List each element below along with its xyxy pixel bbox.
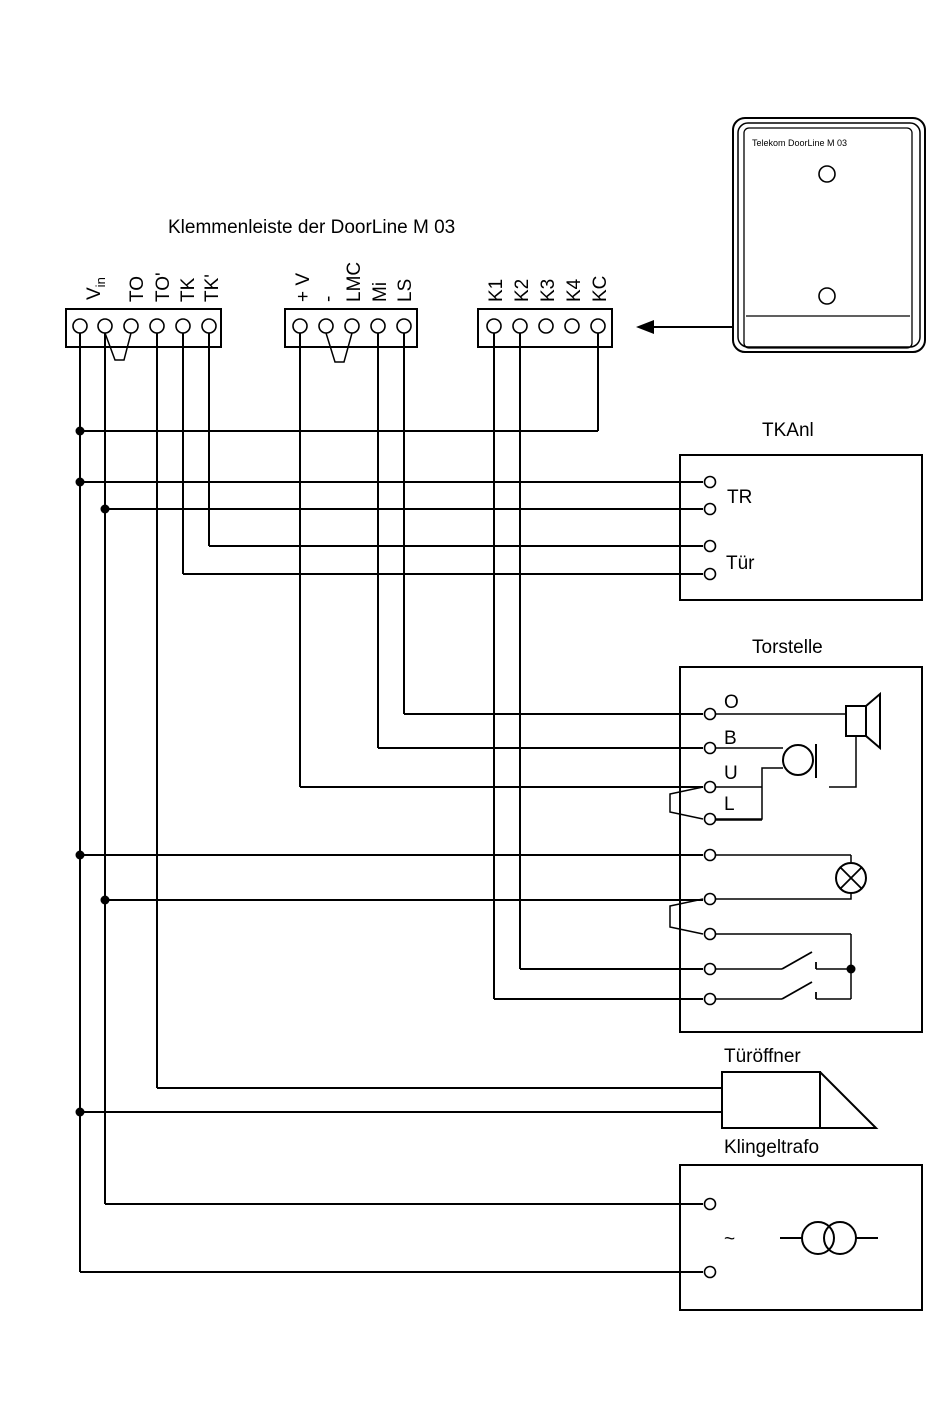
- label-to-prime: TO': [153, 272, 174, 302]
- horizontal-wires: [80, 431, 722, 1272]
- label-k3: K3: [538, 279, 559, 302]
- label-tk-prime: TK': [202, 274, 223, 302]
- label-k1: K1: [486, 279, 507, 302]
- lamp-icon: [716, 855, 866, 899]
- tkanl-label-tuer: Tür: [726, 553, 755, 574]
- terminal-block-3: [478, 309, 612, 347]
- klingeltrafo-title: Klingeltrafo: [724, 1137, 819, 1158]
- diagram-title: Klemmenleiste der DoorLine M 03: [168, 217, 455, 238]
- label-k2: K2: [512, 279, 533, 302]
- label-lmc: LMC: [344, 262, 365, 302]
- label-ls: LS: [395, 279, 416, 302]
- tkanl-box: [680, 455, 922, 600]
- klingeltrafo-tilde: ~: [724, 1229, 735, 1250]
- torstelle-box: [670, 667, 922, 1032]
- switch-icon: [716, 934, 856, 999]
- transformer-icon: [780, 1222, 878, 1254]
- torstelle-label-u: U: [724, 763, 738, 784]
- label-vin: Vin: [84, 277, 108, 300]
- tkanl-title: TKAnl: [762, 420, 814, 441]
- torstelle-label-b: B: [724, 728, 737, 749]
- doorline-device: Telekom DoorLine M 03: [733, 118, 925, 352]
- label-plus-v: + V: [293, 273, 314, 302]
- label-minus: -: [318, 296, 339, 302]
- label-tk: TK: [178, 277, 199, 302]
- torstelle-title: Torstelle: [752, 637, 823, 658]
- tkanl-label-tr: TR: [727, 487, 752, 508]
- label-to: TO: [127, 276, 148, 302]
- door-opener-icon: [722, 1072, 876, 1128]
- vertical-wires: [80, 333, 598, 1272]
- device-screw-top: [819, 166, 835, 182]
- label-mi: Mi: [370, 282, 391, 302]
- label-kc: KC: [590, 276, 611, 302]
- device-brand-label: Telekom DoorLine M 03: [752, 138, 847, 148]
- torstelle-label-l: L: [724, 794, 735, 815]
- terminal-block-1: [66, 309, 221, 347]
- torstelle-label-o: O: [724, 692, 739, 713]
- terminal-block-2: [285, 309, 417, 347]
- device-screw-bottom: [819, 288, 835, 304]
- device-arrow: [636, 320, 733, 334]
- label-k4: K4: [564, 278, 585, 302]
- tueroeffner-title: Türöffner: [724, 1046, 801, 1067]
